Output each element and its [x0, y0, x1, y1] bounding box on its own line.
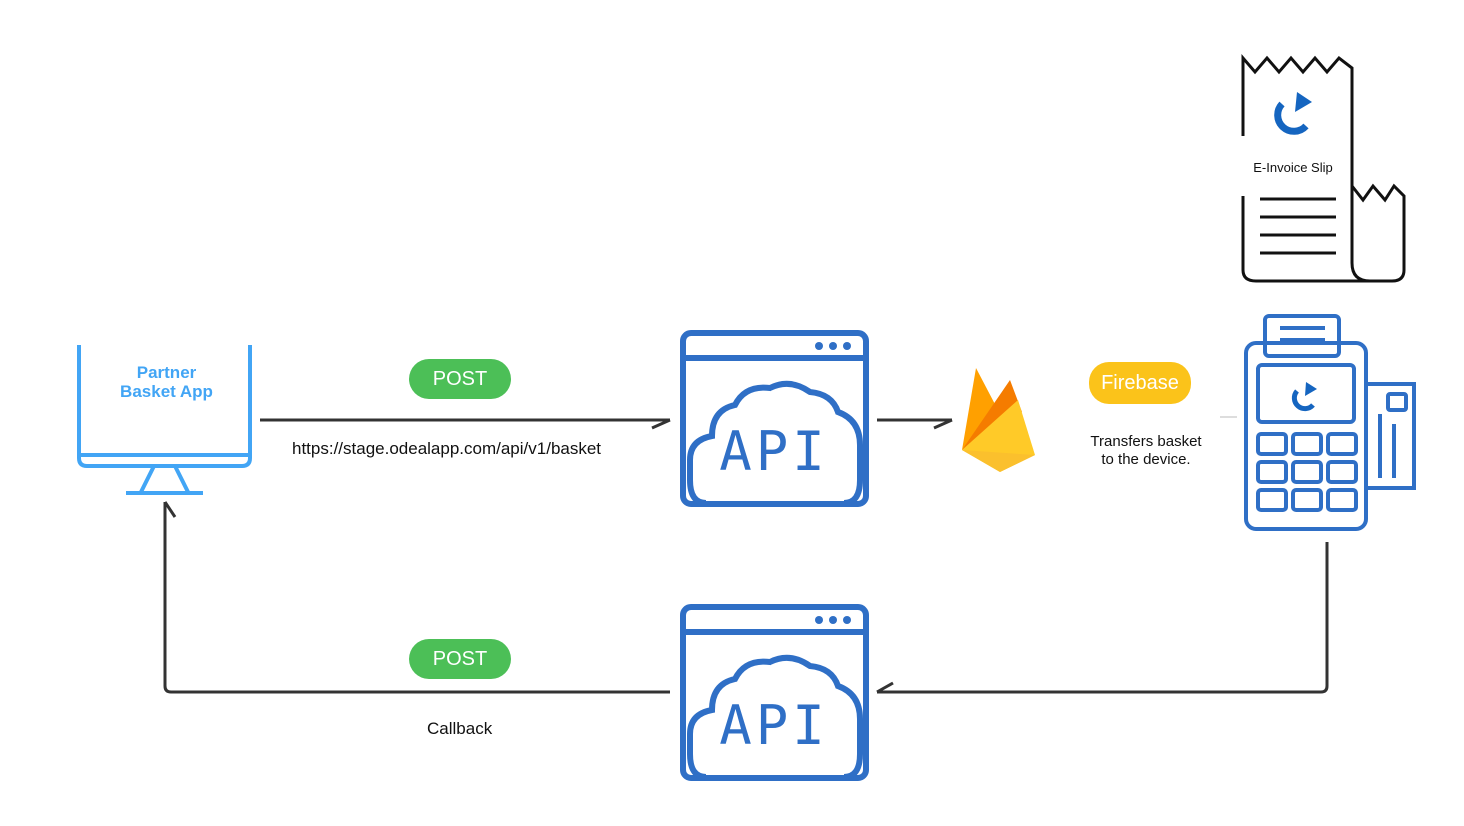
window-dots: [815, 342, 851, 350]
api-label: API: [719, 694, 829, 757]
partner-label-line2: Basket App: [120, 382, 213, 401]
firebase-badge: Firebase: [1089, 362, 1191, 404]
connector-request: [260, 418, 671, 430]
connector-device-to-api: [876, 542, 1329, 694]
odeal-logo-icon: [1274, 92, 1312, 135]
e-invoice-slip-label: E-Invoice Slip: [1253, 160, 1333, 175]
api-label: API: [719, 420, 829, 483]
post-badge: POST: [409, 639, 511, 679]
endpoint-url: https://stage.odealapp.com/api/v1/basket: [292, 439, 602, 458]
post-badge: POST: [409, 359, 511, 399]
receipt-icon: [1241, 53, 1406, 283]
monitor-icon: [77, 345, 252, 495]
connector-api-to-firebase: [877, 418, 953, 430]
credit-card-icon: [1368, 382, 1416, 490]
callback-label: Callback: [427, 719, 493, 738]
firebase-icon: [962, 368, 1035, 472]
transfer-line1: Transfers basket: [1090, 433, 1202, 450]
pos-terminal-icon: [1244, 314, 1368, 531]
transfer-line2: to the device.: [1101, 451, 1191, 468]
window-dots: [815, 616, 851, 624]
transfer-description: Transfers basket to the device.: [1080, 433, 1212, 469]
api-cloud-icon: [680, 604, 869, 781]
odeal-logo-icon: [1291, 382, 1317, 412]
partner-label-line1: Partner: [136, 363, 197, 382]
partner-basket-app-label: Partner Basket App: [100, 363, 233, 401]
api-cloud-icon: [680, 330, 869, 507]
connector-callback: [163, 501, 670, 694]
